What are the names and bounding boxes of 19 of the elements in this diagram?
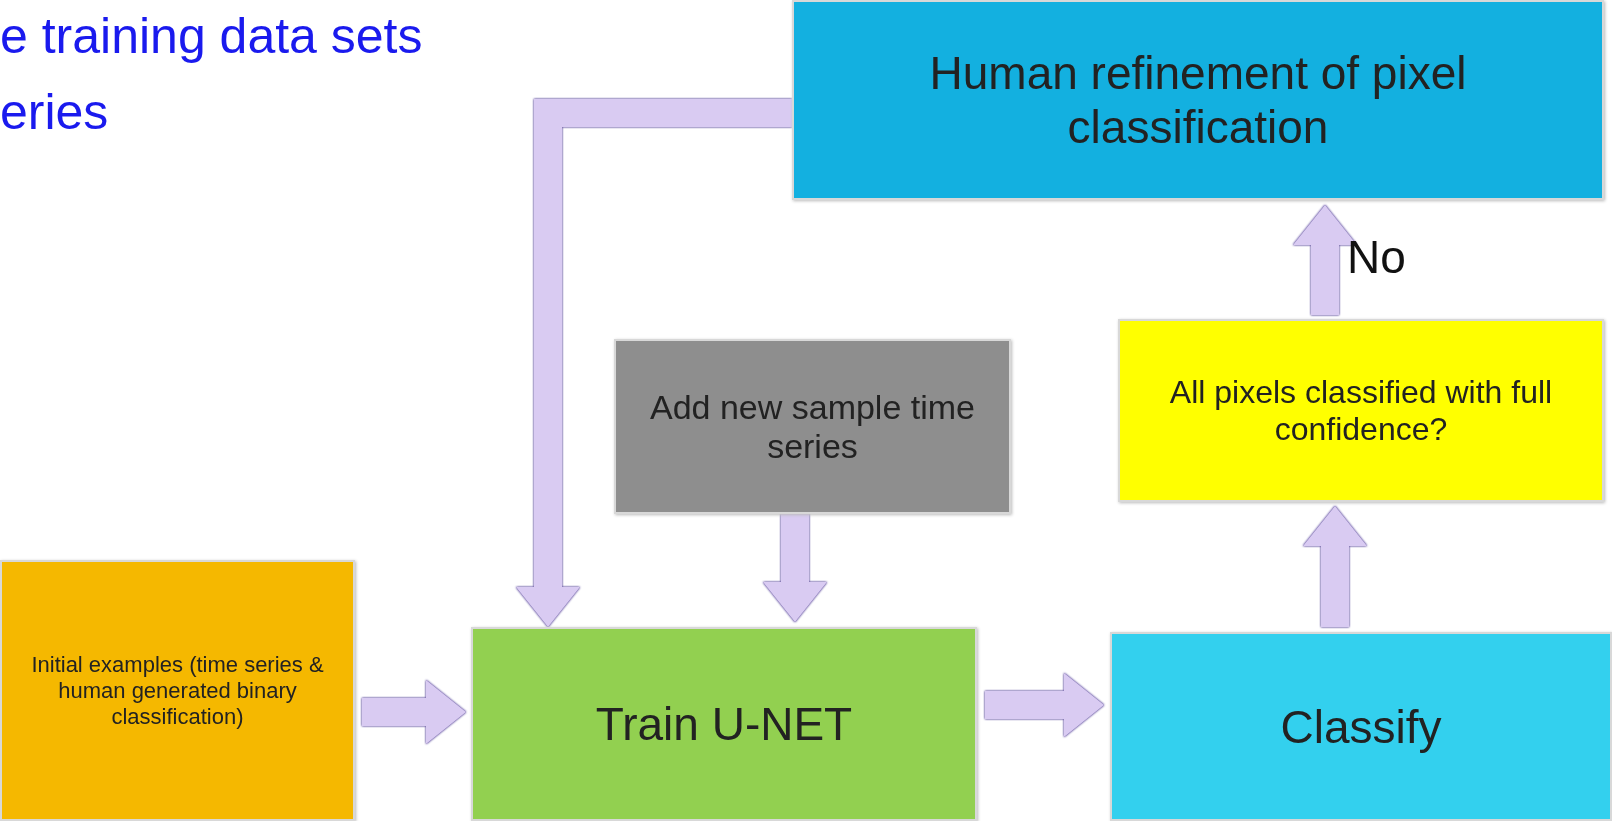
process-box <box>614 339 1011 514</box>
edge-label: No <box>1347 230 1406 284</box>
block-arrow <box>1303 506 1367 627</box>
box-text: All pixels classified with full confidence? <box>1168 372 1554 449</box>
process-box <box>792 0 1604 200</box>
block-arrow <box>362 680 466 744</box>
box-text: Add new sample time series <box>648 386 976 467</box>
process-box <box>0 560 355 821</box>
process-box <box>471 627 977 821</box>
block-arrow <box>516 99 792 627</box>
box-text: Initial examples (time series & human generated binary classification) <box>30 650 325 731</box>
box-text: Human refinement of pixel classification <box>928 46 1468 155</box>
process-box <box>1110 632 1612 821</box>
heading: e training data sets eries <box>0 7 424 142</box>
block-arrow <box>763 514 827 622</box>
box-text: Train U-NET <box>594 697 854 752</box>
box-text: Classify <box>1279 699 1443 755</box>
block-arrow <box>985 673 1104 737</box>
process-box <box>1118 319 1604 502</box>
